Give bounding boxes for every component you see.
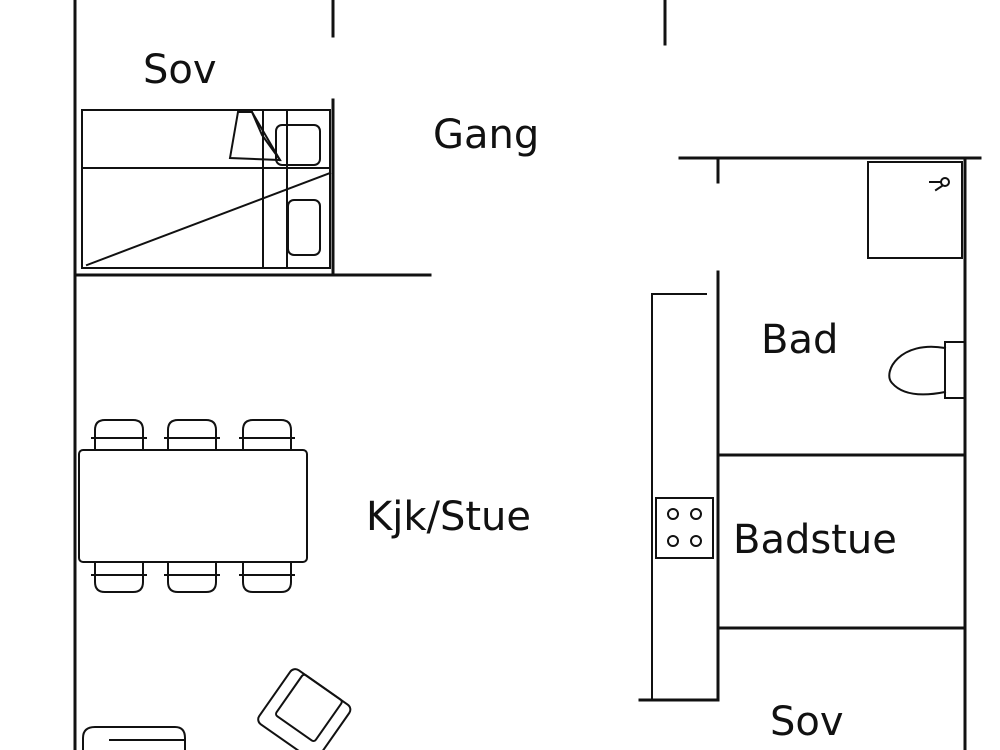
stove xyxy=(655,497,714,559)
label-sov-top: Sov xyxy=(143,47,217,93)
label-bad: Bad xyxy=(761,317,838,363)
label-gang: Gang xyxy=(433,112,539,158)
chairs-bottom xyxy=(91,561,295,593)
shower xyxy=(867,161,963,259)
room-labels: Sov Gang Bad Kjk/Stue Badstue Sov xyxy=(143,47,897,745)
bunk-bed xyxy=(81,109,332,269)
toilet xyxy=(888,341,966,399)
walls xyxy=(73,0,982,750)
armchair xyxy=(257,668,352,750)
label-sov-bottom: Sov xyxy=(770,699,844,745)
dining-table xyxy=(78,419,308,593)
label-kjk-stue: Kjk/Stue xyxy=(366,494,531,540)
chairs-top xyxy=(91,419,295,451)
sofa xyxy=(82,726,186,750)
label-badstue: Badstue xyxy=(733,517,897,563)
